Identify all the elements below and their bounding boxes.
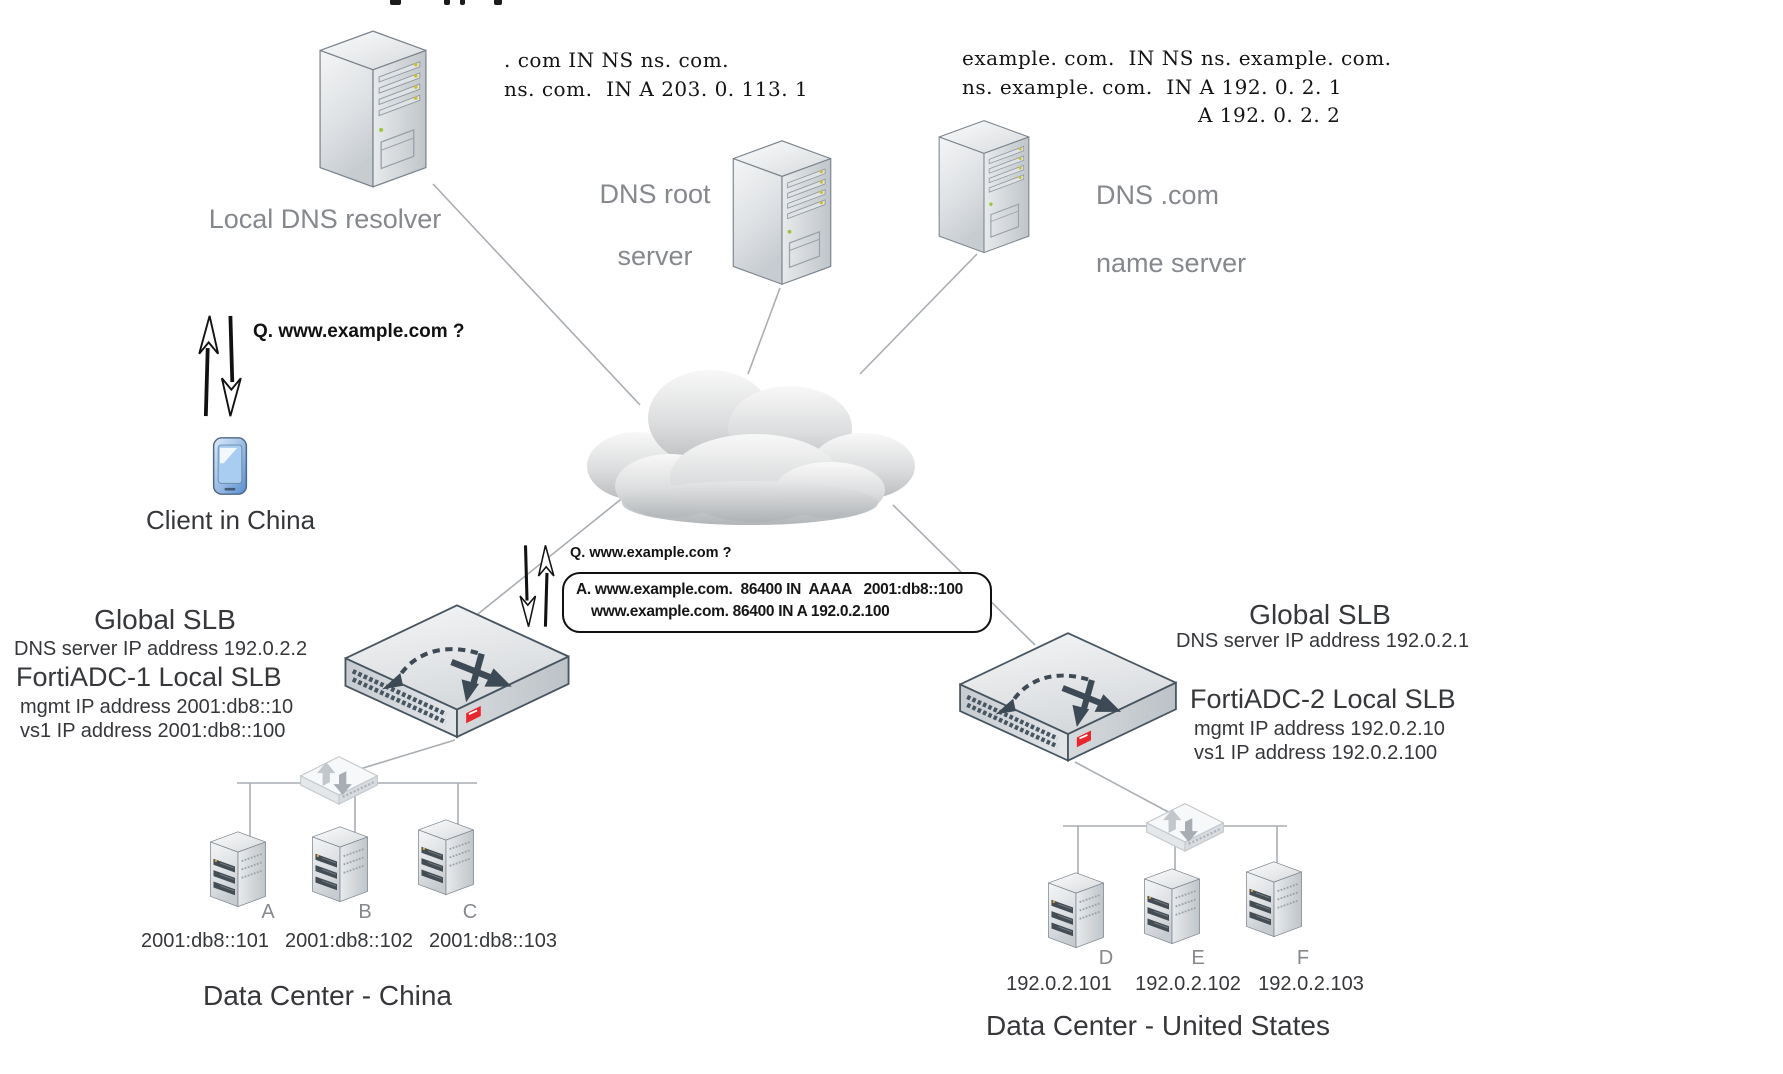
fortiadc2-name: FortiADC-2 Local SLB [1190, 684, 1456, 714]
client-label: Client in China [146, 505, 316, 535]
local-dns-resolver-label: Local DNS resolver [208, 204, 442, 234]
com-dns-record-line2: ns. example. com. IN A 192. 0. 2. 1 [962, 75, 1342, 99]
fortiadc2-appliance-icon [953, 626, 1183, 781]
server-e-ip: 192.0.2.102 [1135, 973, 1241, 995]
server-d-icon [1046, 871, 1106, 950]
dns-answer-line2: www.example.com. 86400 IN A 192.0.2.100 [591, 602, 890, 620]
link-fortiadc1-switch [349, 739, 456, 773]
fortiadc1-mgmt-ip: mgmt IP address 2001:db8::10 [20, 696, 294, 718]
server-f-label: F [1296, 947, 1310, 969]
dns-com-server-label: DNS .com name server [1096, 180, 1247, 278]
com-dns-record-line1: example. com. IN NS ns. example. com. [962, 46, 1392, 70]
server-b-icon [310, 825, 370, 904]
fortiadc1-name: FortiADC-1 Local SLB [16, 662, 282, 692]
server-a-ip: 2001:db8::101 [141, 930, 269, 952]
server-f-ip: 192.0.2.103 [1258, 973, 1364, 995]
server-a-icon [208, 830, 268, 909]
server-e-label: E [1191, 947, 1205, 969]
server-b-ip: 2001:db8::102 [285, 930, 413, 952]
dns-root-server-icon [726, 138, 838, 288]
dns-com-server-icon [928, 118, 1040, 256]
com-dns-record-line3: A 192. 0. 2. 2 [1198, 103, 1341, 127]
server-c-ip: 2001:db8::103 [429, 930, 557, 952]
fortiadc1-global-slb-title: Global SLB [94, 604, 236, 635]
cropped-text-artifact [386, 0, 526, 7]
server-e-icon [1142, 867, 1202, 946]
fortiadc1-appliance-icon [338, 598, 576, 758]
server-c-icon [416, 818, 476, 897]
fortiadc1-dns-ip: DNS server IP address 192.0.2.2 [14, 638, 308, 660]
fortiadc2-global-slb-title: Global SLB [1249, 599, 1391, 630]
datacenter-china-label: Data Center - China [203, 980, 453, 1011]
root-dns-record-line2: ns. com. IN A 203. 0. 113. 1 [504, 77, 809, 101]
fortiadc2-mgmt-ip: mgmt IP address 192.0.2.10 [1194, 718, 1445, 740]
fortiadc2-vs1-ip: vs1 IP address 192.0.2.100 [1194, 742, 1438, 764]
datacenter-us-label: Data Center - United States [986, 1010, 1330, 1041]
server-c-label: C [462, 901, 478, 923]
root-dns-record-line1: . com IN NS ns. com. [504, 48, 730, 72]
server-a-label: A [261, 901, 275, 923]
server-d-label: D [1098, 947, 1114, 969]
local-dns-resolver-icon [316, 28, 430, 191]
dns-answer-line1: A. www.example.com. 86400 IN AAAA 2001:d… [576, 581, 963, 598]
link-root-internet [747, 287, 781, 375]
link-com-internet [859, 253, 978, 375]
client-updown-arrows-icon [190, 314, 250, 418]
server-f-icon [1244, 860, 1304, 939]
china-switch-icon [297, 751, 381, 808]
dns-answer-callout: A. www.example.com. 86400 IN AAAA 2001:d… [562, 572, 992, 633]
client-phone-icon [211, 436, 249, 496]
internet-cloud-icon [587, 370, 915, 525]
server-d-ip: 192.0.2.101 [1006, 973, 1112, 995]
dns-root-server-label: DNS root server [599, 179, 711, 271]
link-fortiadc2-switch [1074, 761, 1173, 815]
fortiadc1-vs1-ip: vs1 IP address 2001:db8::100 [20, 720, 286, 742]
link-resolver-internet [432, 183, 641, 406]
client-query-text: Q. www.example.com ? [253, 321, 465, 342]
fortiadc2-dns-ip: DNS server IP address 192.0.2.1 [1176, 630, 1470, 652]
us-switch-icon [1143, 798, 1227, 855]
server-b-label: B [358, 901, 372, 923]
internet-query-text: Q. www.example.com ? [570, 545, 732, 561]
